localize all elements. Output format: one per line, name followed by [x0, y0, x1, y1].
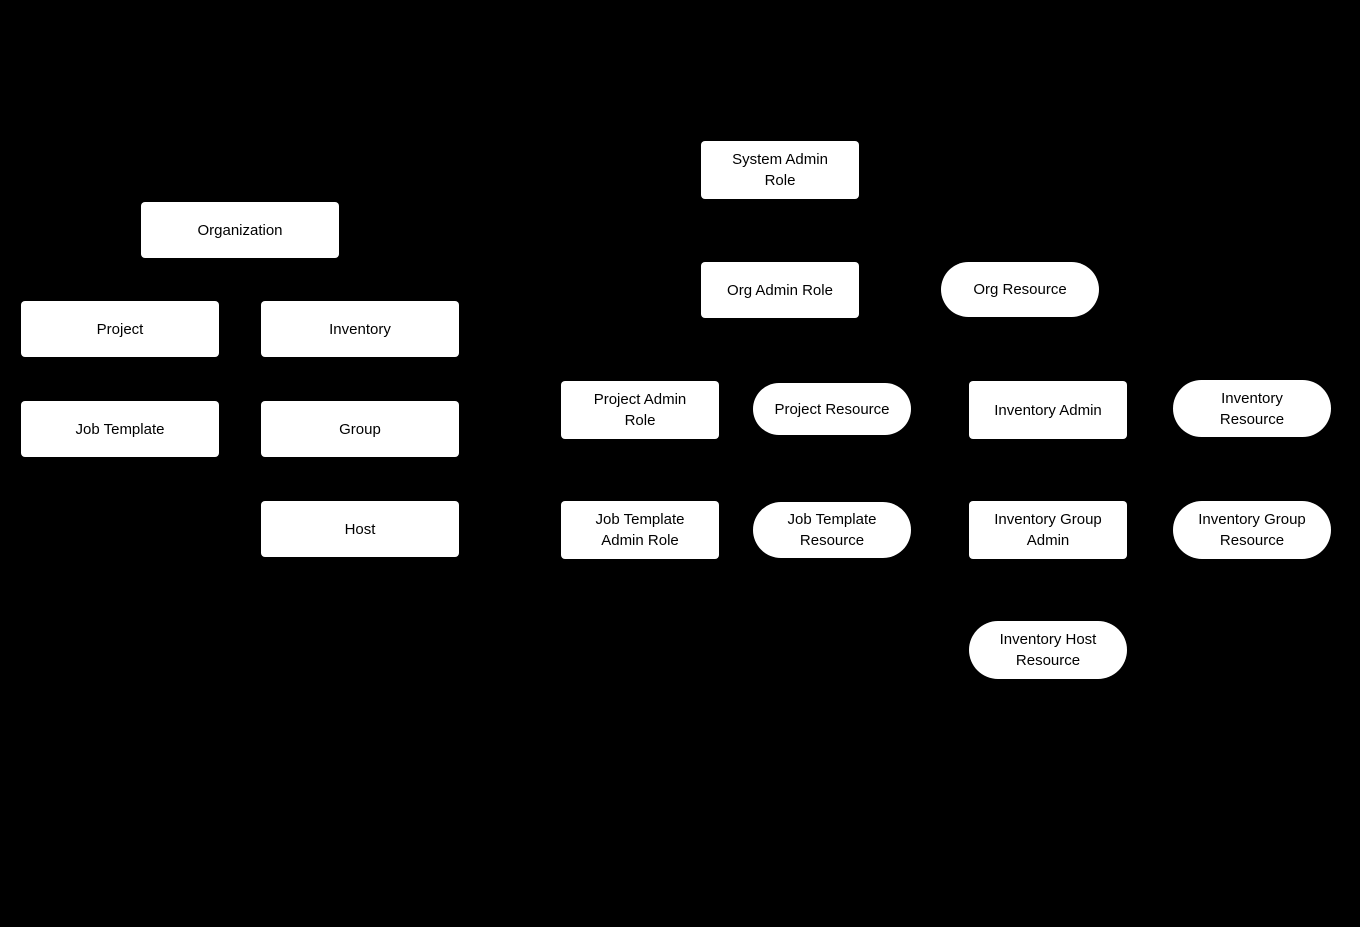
organization-label: Organization [197, 221, 283, 239]
project-label: Project [96, 320, 144, 338]
project-admin-role-label: Project Admin Role [593, 391, 687, 429]
group-label: Group [339, 420, 381, 438]
inventory-group-admin-label: Inventory Group Admin [994, 511, 1102, 549]
inventory-node: Inventory [261, 301, 459, 357]
project-admin-role-node: Project Admin Role [561, 381, 719, 439]
org-resource-label: Org Resource [973, 281, 1067, 298]
inventory-label: Inventory [329, 320, 391, 338]
inventory-group-admin-node: Inventory Group Admin [969, 501, 1127, 559]
project-resource-node: Project Resource [753, 383, 911, 435]
project-resource-label: Project Resource [774, 400, 890, 418]
group-node: Group [261, 401, 459, 457]
organization-node: Organization [141, 202, 339, 258]
org-admin-role-node: Org Admin Role [701, 262, 859, 318]
system-admin-role-node: System Admin Role [701, 141, 859, 199]
inventory-resource-node: Inventory Resource [1173, 380, 1331, 437]
job-template-node: Job Template [21, 401, 219, 457]
inventory-group-resource-node: Inventory Group Resource [1173, 501, 1331, 559]
job-template-admin-role-node: Job Template Admin Role [561, 501, 719, 559]
job-template-label: Job Template [75, 420, 165, 438]
org-admin-role-label: Org Admin Role [727, 281, 833, 299]
inventory-admin-label: Inventory Admin [994, 401, 1102, 419]
inventory-admin-node: Inventory Admin [969, 381, 1127, 439]
org-resource-node: Org Resource [941, 262, 1099, 317]
host-node: Host [261, 501, 459, 557]
inventory-group-resource-label: Inventory Group Resource [1198, 511, 1306, 549]
job-template-resource-node: Job Template Resource [753, 502, 911, 558]
system-admin-role-label: System Admin Role [732, 151, 828, 189]
job-template-resource-label: Job Template Resource [787, 511, 877, 549]
inventory-host-resource-label: Inventory Host Resource [999, 631, 1097, 669]
job-template-admin-role-label: Job Template Admin Role [595, 511, 685, 549]
project-node: Project [21, 301, 219, 357]
inventory-resource-label: Inventory Resource [1219, 389, 1285, 428]
inventory-host-resource-node: Inventory Host Resource [969, 621, 1127, 679]
host-label: Host [344, 520, 376, 538]
